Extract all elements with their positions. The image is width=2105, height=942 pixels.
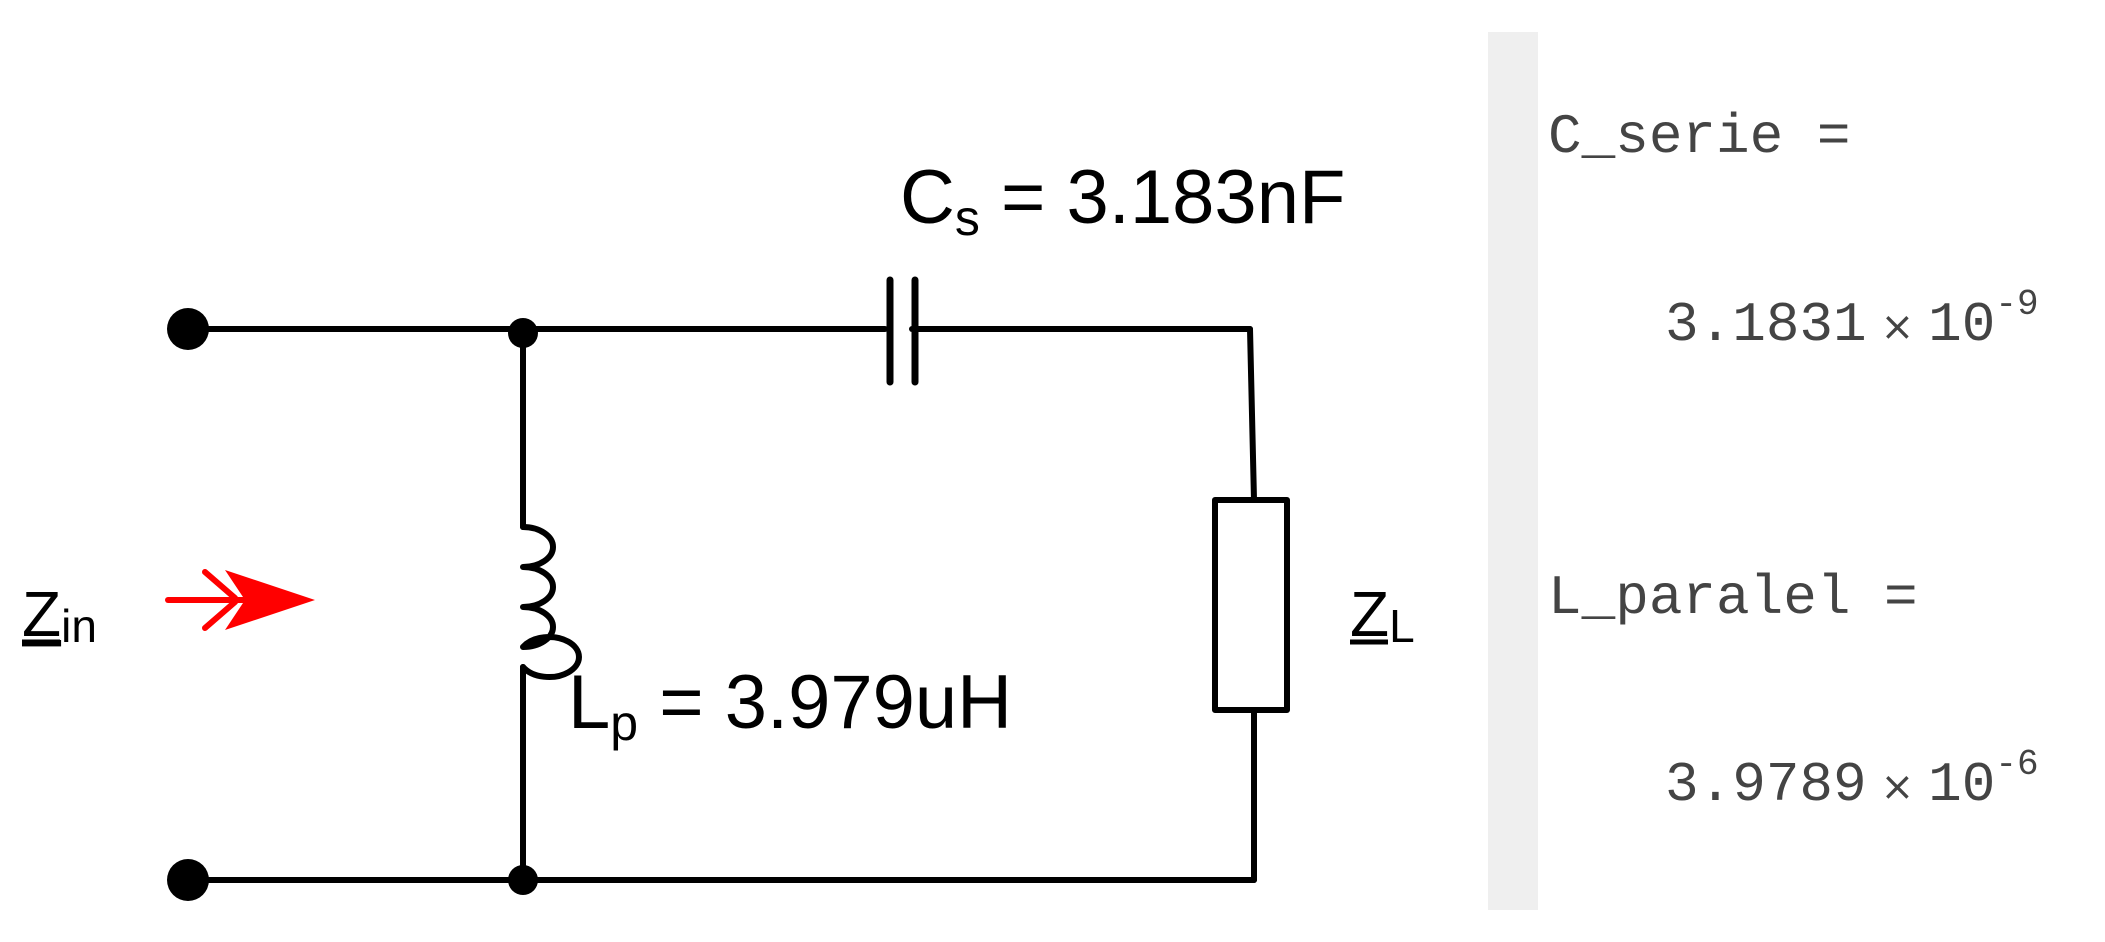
load-impedance-label: ZL: [1350, 578, 1415, 652]
input-arrow: [165, 569, 315, 631]
capacitor-label-sub: s: [955, 190, 980, 246]
circuit-schematic: [185, 276, 1290, 883]
c-serie-value: 3.1831 × 10-9: [1665, 284, 2039, 357]
inductor-label-value: = 3.979uH: [638, 660, 1012, 745]
inductor-coil: [520, 524, 582, 680]
load-wire-top: [1247, 326, 1257, 503]
results-panel: C_serie = 3.1831×10-9 L_paralel = 3.9789…: [1548, 105, 2039, 817]
load-impedance-sub: L: [1389, 600, 1415, 652]
c-serie-mantissa: 3.1831: [1665, 293, 1867, 357]
input-impedance-label: Zin: [22, 578, 97, 652]
capacitor-label: Cs = 3.183nF: [900, 155, 1345, 246]
l-paralel-name: L_paralel =: [1548, 566, 1918, 630]
load-impedance-box: [1212, 497, 1290, 713]
junction-top: [508, 318, 538, 348]
inductor-label-sub: p: [610, 695, 638, 751]
l-paralel-base: 10: [1928, 753, 1995, 817]
inductor-label-main: L: [568, 660, 610, 745]
load-impedance-main: Z: [1350, 578, 1389, 650]
c-serie-times: ×: [1881, 304, 1915, 350]
c-serie-name: C_serie =: [1548, 105, 1850, 169]
results-divider-bar: [1488, 32, 1538, 910]
capacitor-label-value: = 3.183nF: [980, 155, 1346, 240]
capacitor-label-main: C: [900, 155, 955, 240]
l-paralel-mantissa: 3.9789: [1665, 753, 1867, 817]
l-paralel-value: 3.9789 × 10-6: [1665, 744, 2039, 817]
l-paralel-times: ×: [1881, 764, 1915, 810]
c-serie-exponent: -9: [1995, 284, 2038, 325]
l-paralel-exponent: -6: [1995, 744, 2038, 785]
input-impedance-sub: in: [61, 600, 97, 652]
c-serie-base: 10: [1928, 293, 1995, 357]
input-terminal-bottom: [167, 859, 209, 901]
inductor-label: Lp = 3.979uH: [568, 660, 1012, 751]
circuit-nodes: [167, 308, 538, 901]
input-terminal-top: [167, 308, 209, 350]
input-impedance-main: Z: [22, 578, 61, 650]
junction-bottom: [508, 865, 538, 895]
